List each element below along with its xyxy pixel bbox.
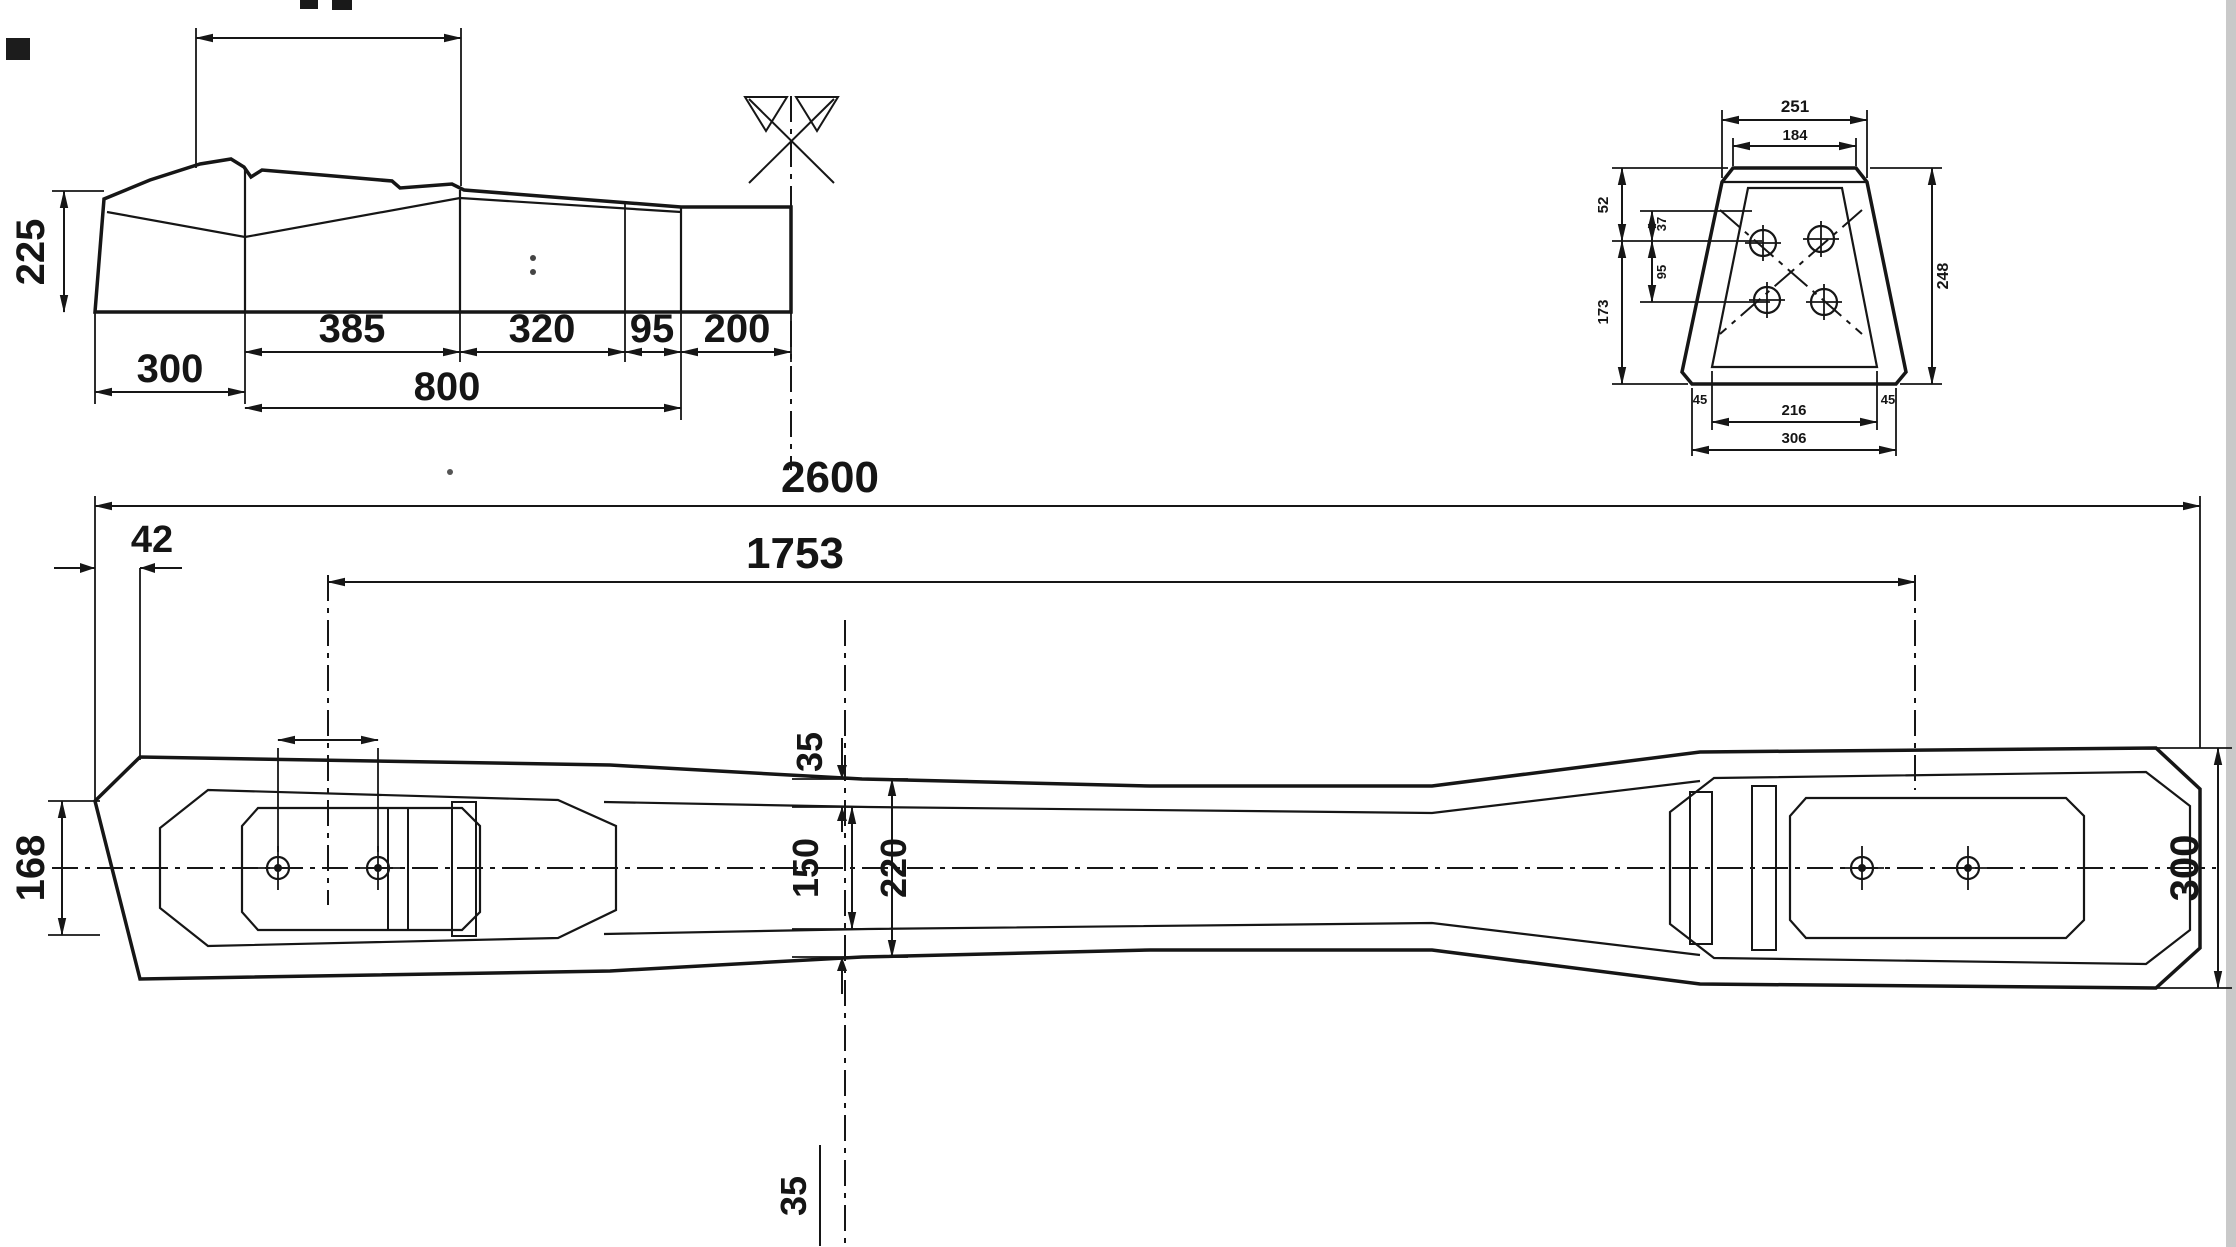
dim-200: 200 — [680, 307, 792, 357]
dim-label-1753: 1753 — [746, 529, 844, 578]
dim-220: 220 — [873, 778, 914, 958]
dim-300-side: 300 — [94, 347, 246, 397]
plan-inner-edge-top — [603, 779, 1701, 815]
dim-label-45-right: 45 — [1881, 392, 1895, 407]
section-inner-outline — [1710, 186, 1879, 369]
dim-label-306: 306 — [1781, 430, 1806, 447]
section-diagonal-centerlines — [1719, 209, 1863, 335]
dim-label-184: 184 — [1782, 127, 1808, 144]
dim-label-95-section: 95 — [1654, 265, 1669, 279]
dim-label-300-plan: 300 — [2163, 835, 2207, 902]
scan-dot — [447, 469, 453, 475]
side-feature-lines — [243, 167, 683, 312]
left-rail-seat — [158, 735, 618, 948]
dim-label-35-top: 35 — [789, 732, 830, 772]
dim-label-45-left: 45 — [1693, 392, 1707, 407]
plan-centerlines — [52, 575, 2216, 1244]
section-outline — [1680, 166, 1908, 386]
dim-251: 251 — [1721, 97, 1868, 178]
scan-blot — [6, 38, 30, 60]
dim-35-bottom: 35 — [773, 957, 847, 1246]
cut-flag-left — [743, 96, 789, 133]
dim-label-37: 37 — [1654, 217, 1669, 231]
clipped-text-remnant — [332, 0, 352, 10]
dim-42: 42 — [54, 519, 182, 760]
scan-dot — [530, 255, 536, 261]
scan-dot — [530, 269, 536, 275]
arrowhead — [837, 765, 847, 779]
dim-label-800: 800 — [414, 365, 481, 409]
dim-label-52: 52 — [1595, 197, 1612, 214]
dim-label-168: 168 — [9, 835, 53, 902]
dim-label-220: 220 — [873, 838, 914, 898]
dim-800: 800 — [244, 365, 682, 413]
dim-top-clipped — [195, 28, 462, 186]
sleeper-side-outline — [93, 157, 793, 314]
dim-248: 248 — [1870, 167, 1952, 385]
plan-inner-edge-bottom — [603, 921, 1701, 957]
dim-300-plan: 300 — [2154, 747, 2232, 989]
dim-168: 168 — [9, 800, 100, 936]
scan-edge-strip — [2226, 0, 2236, 1247]
scan-artifacts — [6, 0, 2236, 1247]
section-bottom-dims: 216 306 45 45 — [1691, 371, 1897, 456]
dim-height-225: 225 — [9, 190, 104, 313]
arrowhead — [80, 563, 95, 573]
arrowhead — [837, 957, 847, 971]
dim-label-35-bottom: 35 — [773, 1176, 814, 1216]
dim-1753: 1753 — [327, 529, 1916, 587]
dim-2600: 2600 — [94, 453, 2201, 801]
right-rail-seat — [1668, 770, 2192, 966]
dim-label-200: 200 — [704, 307, 771, 351]
left-head-octagon — [158, 788, 618, 948]
section-holes — [1745, 221, 1842, 320]
left-seat-panel — [240, 806, 482, 932]
dim-label-216: 216 — [1781, 402, 1806, 419]
dim-label-251: 251 — [1781, 97, 1809, 116]
section-left-dims: 52 173 37 95 — [1595, 167, 1770, 385]
clipped-text-remnant — [300, 0, 318, 9]
dim-label-320: 320 — [509, 307, 576, 351]
dim-label-150: 150 — [785, 838, 826, 898]
dim-label-385: 385 — [319, 307, 386, 351]
dim-184: 184 — [1732, 127, 1857, 166]
dim-320: 320 — [459, 307, 626, 357]
dim-label-42: 42 — [131, 519, 173, 561]
dim-label-225: 225 — [9, 219, 53, 286]
dim-35-top: 35 — [789, 732, 847, 832]
dim-label-173: 173 — [1595, 299, 1612, 324]
dim-label-248: 248 — [1935, 263, 1952, 290]
right-head-octagon — [1668, 770, 2192, 966]
dim-150: 150 — [785, 806, 857, 930]
dim-label-300-side: 300 — [137, 347, 204, 391]
arrowhead — [140, 563, 155, 573]
cross-section-view: 251 184 52 173 37 95 — [1595, 97, 1952, 456]
side-chamfer-line — [106, 196, 682, 239]
cut-flag-right — [794, 96, 840, 133]
dim-385: 385 — [244, 307, 461, 357]
dim-label-95: 95 — [630, 307, 675, 351]
plan-view: 2600 1753 42 168 300 — [9, 453, 2232, 1246]
side-elevation-view: 225 385 320 95 — [9, 28, 840, 470]
right-seat-panel — [1788, 796, 2086, 940]
dim-label-2600: 2600 — [781, 453, 879, 502]
dim-95: 95 — [624, 307, 682, 357]
section-cut-symbol — [743, 96, 840, 184]
